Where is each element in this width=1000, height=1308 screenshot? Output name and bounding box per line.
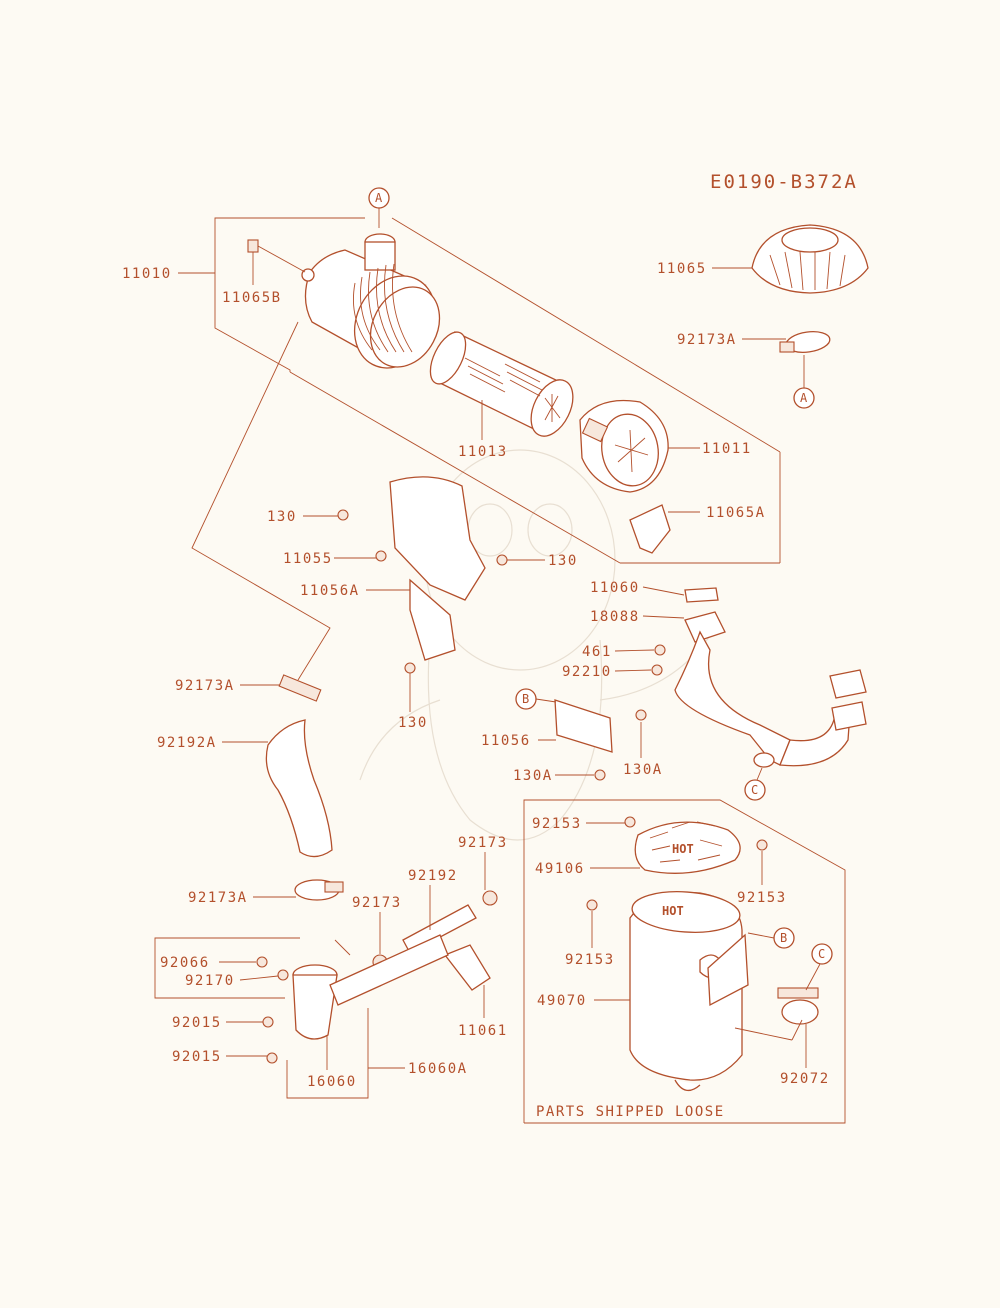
- ref-circle-b-left: B: [515, 688, 557, 710]
- label-92153-a: 92153: [532, 816, 582, 832]
- label-130A-right: 130A: [623, 762, 663, 778]
- filter-element: [429, 331, 574, 437]
- box-caption: PARTS SHIPPED LOOSE: [536, 1104, 725, 1120]
- plug-11065B: [247, 239, 259, 253]
- label-130-a: 130: [267, 509, 297, 525]
- label-92210: 92210: [562, 664, 612, 680]
- label-130-c: 130: [398, 715, 428, 731]
- svg-text:A: A: [375, 191, 383, 205]
- pre-cleaner: [751, 224, 869, 294]
- label-18088: 18088: [590, 609, 640, 625]
- intake-hose-group: [154, 321, 498, 1099]
- svg-text:C: C: [751, 783, 758, 797]
- label-11065B: 11065B: [222, 290, 282, 306]
- label-92173A-mid: 92173A: [175, 678, 235, 694]
- label-92173-b: 92173: [352, 895, 402, 911]
- label-92173A-top: 92173A: [677, 332, 737, 348]
- elbow-16060: [256, 934, 449, 1064]
- label-49070: 49070: [537, 993, 587, 1009]
- svg-text:A: A: [800, 391, 808, 405]
- label-11010: 11010: [122, 266, 172, 282]
- label-11013: 11013: [458, 444, 508, 460]
- part-labels: 11010 11065B 11065 92173A 11013 11011 11…: [122, 261, 830, 1090]
- hose-92192A: [265, 719, 333, 858]
- bracket-group: [337, 476, 508, 674]
- heat-shield: HOT: [634, 821, 741, 874]
- ref-circle-c-left: C: [744, 767, 766, 801]
- hot-label-shield: HOT: [672, 842, 694, 856]
- label-92170: 92170: [185, 973, 235, 989]
- label-16060A: 16060A: [408, 1061, 468, 1077]
- svg-text:B: B: [522, 692, 529, 706]
- gasket-11061: [443, 944, 491, 991]
- label-92173A-low: 92173A: [188, 890, 248, 906]
- exhaust-pipe-group: [651, 587, 867, 768]
- clamp-92173A-mid: [278, 674, 322, 702]
- label-92192: 92192: [408, 868, 458, 884]
- ref-circle-c-right: C: [805, 943, 833, 991]
- label-92015-b: 92015: [172, 1049, 222, 1065]
- label-92192A: 92192A: [157, 735, 217, 751]
- vacuator-valve: [629, 504, 671, 554]
- bracket-11056: [554, 699, 647, 781]
- air-cleaner-group: [214, 217, 869, 564]
- label-92173-a: 92173: [458, 835, 508, 851]
- label-92072: 92072: [780, 1071, 830, 1087]
- muffler: HOT: [629, 891, 749, 1092]
- label-92015-a: 92015: [172, 1015, 222, 1031]
- label-16060: 16060: [307, 1074, 357, 1090]
- svg-text:B: B: [780, 931, 787, 945]
- ref-circle-a-top: A: [368, 187, 390, 228]
- parts-shipped-loose-box: HOT HOT PARTS SHIPPED LOOSE: [523, 799, 846, 1124]
- label-461: 461: [582, 644, 612, 660]
- label-11061: 11061: [458, 1023, 508, 1039]
- hose-92192: [402, 904, 477, 954]
- air-cleaner-cover: [579, 399, 671, 554]
- label-130A-left: 130A: [513, 768, 553, 784]
- label-11065A: 11065A: [706, 505, 766, 521]
- label-11011: 11011: [702, 441, 752, 457]
- clamp-92173A-top: [779, 330, 831, 354]
- ref-circle-b-right: B: [747, 927, 795, 949]
- label-11056A: 11056A: [300, 583, 360, 599]
- svg-text:C: C: [818, 947, 825, 961]
- label-92153-c: 92153: [565, 952, 615, 968]
- leader-lines: [178, 245, 807, 1070]
- air-cleaner-housing: [301, 233, 441, 369]
- clamp-92072: [777, 987, 819, 1025]
- label-11060: 11060: [590, 580, 640, 596]
- ref-circle-a-right: A: [793, 355, 815, 409]
- gasket-11060: [684, 587, 719, 603]
- label-11065: 11065: [657, 261, 707, 277]
- label-11056: 11056: [481, 733, 531, 749]
- label-92153-b: 92153: [737, 890, 787, 906]
- hot-label-muffler: HOT: [662, 904, 684, 918]
- label-49106: 49106: [535, 861, 585, 877]
- label-130-b: 130: [548, 553, 578, 569]
- label-92066: 92066: [160, 955, 210, 971]
- label-11055: 11055: [283, 551, 333, 567]
- diagram-code: E0190-B372A: [710, 171, 858, 193]
